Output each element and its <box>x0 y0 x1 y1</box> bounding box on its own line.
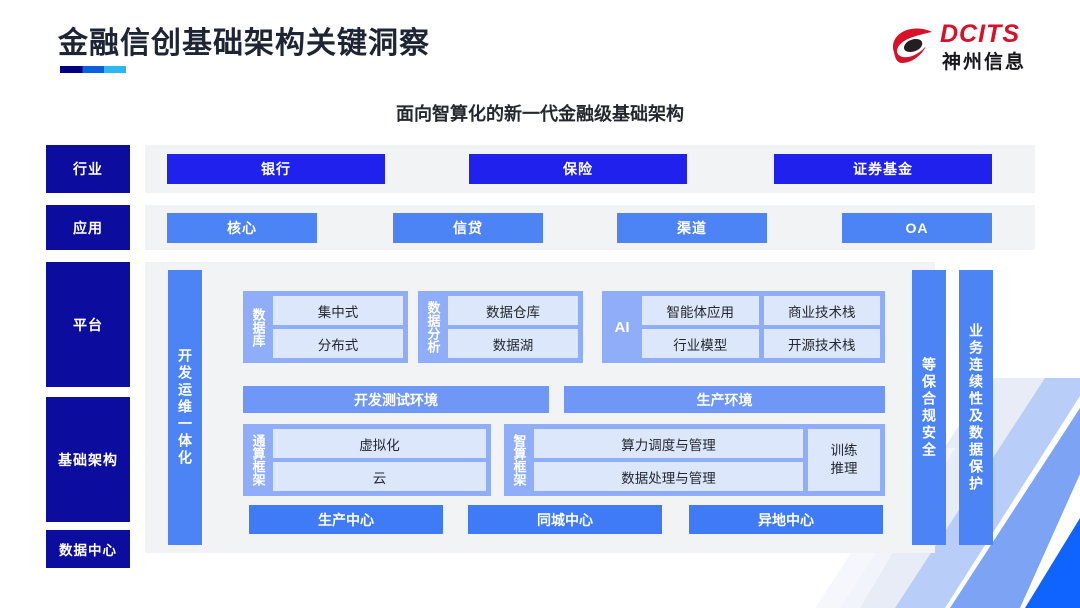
group-data-analysis: 数据分析 数据仓库 数据湖 <box>418 291 583 363</box>
vertical-bar-business-continuity[interactable]: 业务连续性及数据保护 <box>959 270 993 545</box>
cell-virtualization[interactable]: 虚拟化 <box>273 429 486 458</box>
cell-centralized[interactable]: 集中式 <box>273 296 403 325</box>
cell-opensource-stack[interactable]: 开源技术栈 <box>763 329 880 358</box>
group-label-database: 数据库 <box>250 307 266 347</box>
group-label-ai: AI <box>614 318 630 336</box>
cell-data-processing[interactable]: 数据处理与管理 <box>534 462 803 491</box>
training-label: 训练 <box>830 442 858 458</box>
cell-data-warehouse[interactable]: 数据仓库 <box>448 296 578 325</box>
stage-label-application: 应用 <box>46 205 130 250</box>
dcits-swirl-icon <box>892 28 932 63</box>
app-item-credit[interactable]: 信贷 <box>393 213 543 243</box>
cell-agent-application[interactable]: 智能体应用 <box>642 296 759 325</box>
logo-text-cn: 神州信息 <box>942 52 1027 73</box>
industry-item-insurance[interactable]: 保险 <box>469 154 687 184</box>
cell-data-lake[interactable]: 数据湖 <box>448 329 578 358</box>
group-database: 数据库 集中式 分布式 <box>243 291 408 363</box>
cell-distributed[interactable]: 分布式 <box>273 329 403 358</box>
stage-label-industry: 行业 <box>46 145 130 193</box>
env-bar-production[interactable]: 生产环境 <box>564 386 885 413</box>
stage-label-infrastructure: 基础架构 <box>46 397 130 522</box>
industry-row-panel: 银行 保险 证券基金 <box>145 145 1035 193</box>
center-bar-production[interactable]: 生产中心 <box>249 505 443 534</box>
vertical-bar-security[interactable]: 等保合规安全 <box>912 270 946 545</box>
title-underline-rule <box>60 66 126 73</box>
stage-label-platform: 平台 <box>46 262 130 387</box>
diagram-subtitle: 面向智算化的新一代金融级基础架构 <box>396 104 684 124</box>
inference-label: 推理 <box>830 461 858 476</box>
industry-item-bank[interactable]: 银行 <box>167 154 385 184</box>
group-ai: AI 智能体应用 行业模型 商业技术栈 开源技术栈 <box>602 291 885 363</box>
center-bar-remote-city[interactable]: 异地中心 <box>689 505 883 534</box>
app-item-channel[interactable]: 渠道 <box>617 213 767 243</box>
logo-text-en: DCITS <box>940 20 1020 48</box>
brand-logo: DCITS 神州信息 <box>888 18 1048 74</box>
env-bar-dev-test[interactable]: 开发测试环境 <box>243 386 549 413</box>
industry-item-securities-fund[interactable]: 证券基金 <box>774 154 992 184</box>
page-title: 金融信创基础架构关键洞察 <box>58 27 430 60</box>
group-intelligent-compute-framework: 智算框架 算力调度与管理 数据处理与管理 训练 推理 <box>504 424 885 496</box>
app-item-core[interactable]: 核心 <box>167 213 317 243</box>
group-general-compute-framework: 通算框架 虚拟化 云 <box>243 424 491 496</box>
group-label-data-analysis: 数据分析 <box>425 301 441 353</box>
cell-industry-model[interactable]: 行业模型 <box>642 329 759 358</box>
vertical-bar-devops[interactable]: 开发运维一体化 <box>168 270 202 545</box>
group-label-intelligent-compute: 智算框架 <box>511 434 527 486</box>
stage-label-datacenter: 数据中心 <box>46 530 130 568</box>
cell-commercial-stack[interactable]: 商业技术栈 <box>763 296 880 325</box>
cell-compute-scheduling[interactable]: 算力调度与管理 <box>534 429 803 458</box>
cell-cloud[interactable]: 云 <box>273 462 486 491</box>
center-bar-same-city[interactable]: 同城中心 <box>468 505 662 534</box>
group-label-general-compute: 通算框架 <box>250 434 266 486</box>
cell-training-inference[interactable]: 训练 推理 <box>808 429 880 491</box>
application-row-panel: 核心 信贷 渠道 OA <box>145 205 1035 250</box>
app-item-oa[interactable]: OA <box>842 213 992 243</box>
